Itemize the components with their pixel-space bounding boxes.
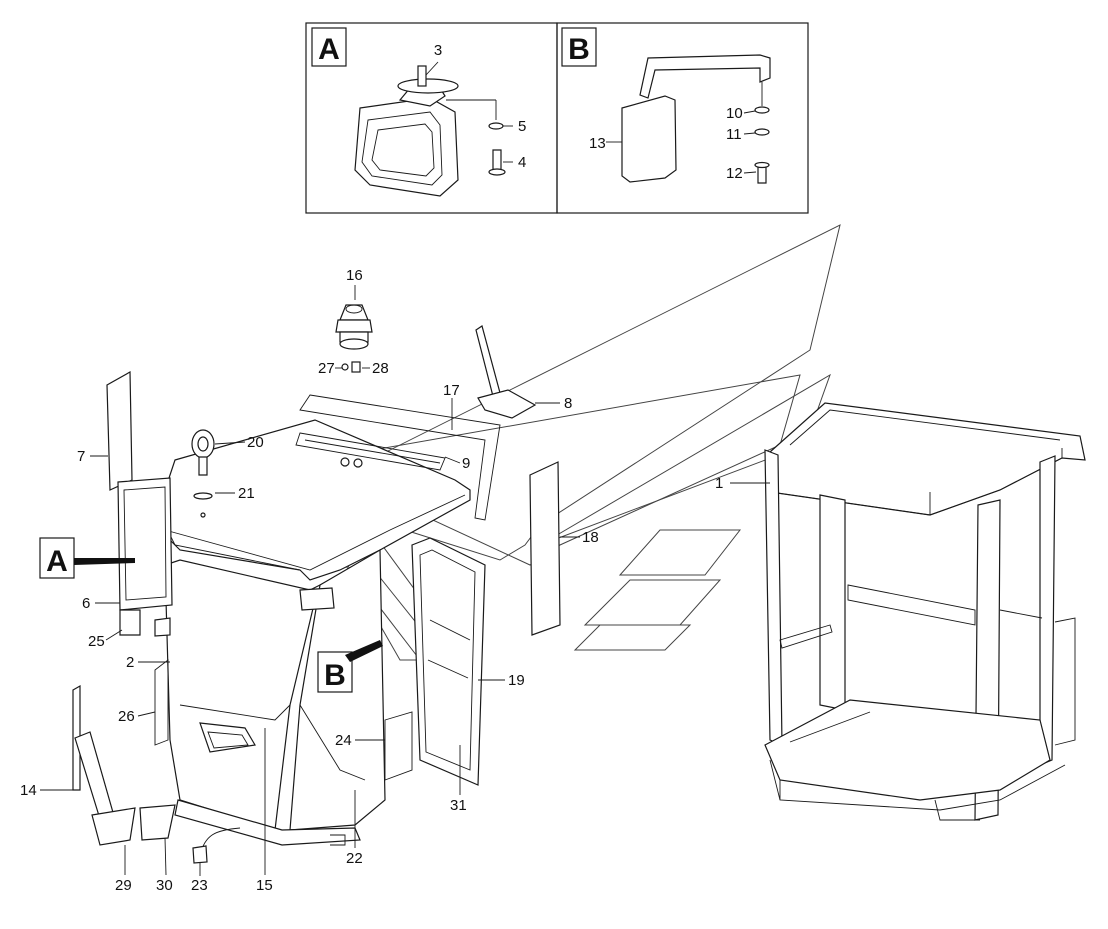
label-31: 31 [450, 797, 467, 814]
label-1: 1 [715, 475, 723, 492]
detail-letter-A: A [318, 33, 340, 66]
label-6: 6 [82, 595, 90, 612]
label-20: 20 [247, 434, 264, 451]
label-25: 25 [88, 633, 105, 650]
work-lamp-drawing [354, 65, 506, 197]
label-28: 28 [372, 360, 389, 377]
label-11: 11 [726, 126, 742, 143]
leader-lines [40, 285, 580, 876]
label-17: 17 [443, 382, 460, 399]
label-23: 23 [191, 877, 208, 894]
label-5: 5 [518, 118, 526, 135]
callout-B: B [317, 640, 383, 693]
label-4: 4 [518, 154, 526, 171]
label-3: 3 [434, 42, 442, 59]
label-2: 2 [126, 654, 134, 671]
label-27: 27 [318, 360, 335, 377]
watermark [304, 224, 841, 666]
label-29: 29 [115, 877, 132, 894]
detail-box-B: B 10 11 12 13 [556, 22, 809, 214]
label-12: 12 [726, 165, 743, 182]
label-26: 26 [118, 708, 135, 725]
label-21: 21 [238, 485, 255, 502]
label-14: 14 [20, 782, 37, 799]
cab-body-drawing [72, 304, 561, 864]
label-16: 16 [346, 267, 363, 284]
part-labels: 7 6 25 2 26 14 29 30 23 15 22 24 31 19 1… [20, 267, 599, 894]
callout-letter-A: A [46, 545, 68, 578]
label-8: 8 [564, 395, 572, 412]
detail-box-A: A 3 5 4 [305, 22, 558, 214]
label-9: 9 [462, 455, 470, 472]
callout-A: A [39, 537, 135, 579]
label-13: 13 [589, 135, 606, 152]
cab-frame-drawing [764, 402, 1086, 821]
label-30: 30 [156, 877, 173, 894]
label-22: 22 [346, 850, 363, 867]
detail-letter-B: B [568, 33, 590, 66]
mirror-drawing [621, 54, 771, 184]
callout-letter-B: B [324, 659, 346, 692]
label-24: 24 [335, 732, 352, 749]
label-7: 7 [77, 448, 85, 465]
label-19: 19 [508, 672, 525, 689]
label-18: 18 [582, 529, 599, 546]
label-15: 15 [256, 877, 273, 894]
label-10: 10 [726, 105, 743, 122]
